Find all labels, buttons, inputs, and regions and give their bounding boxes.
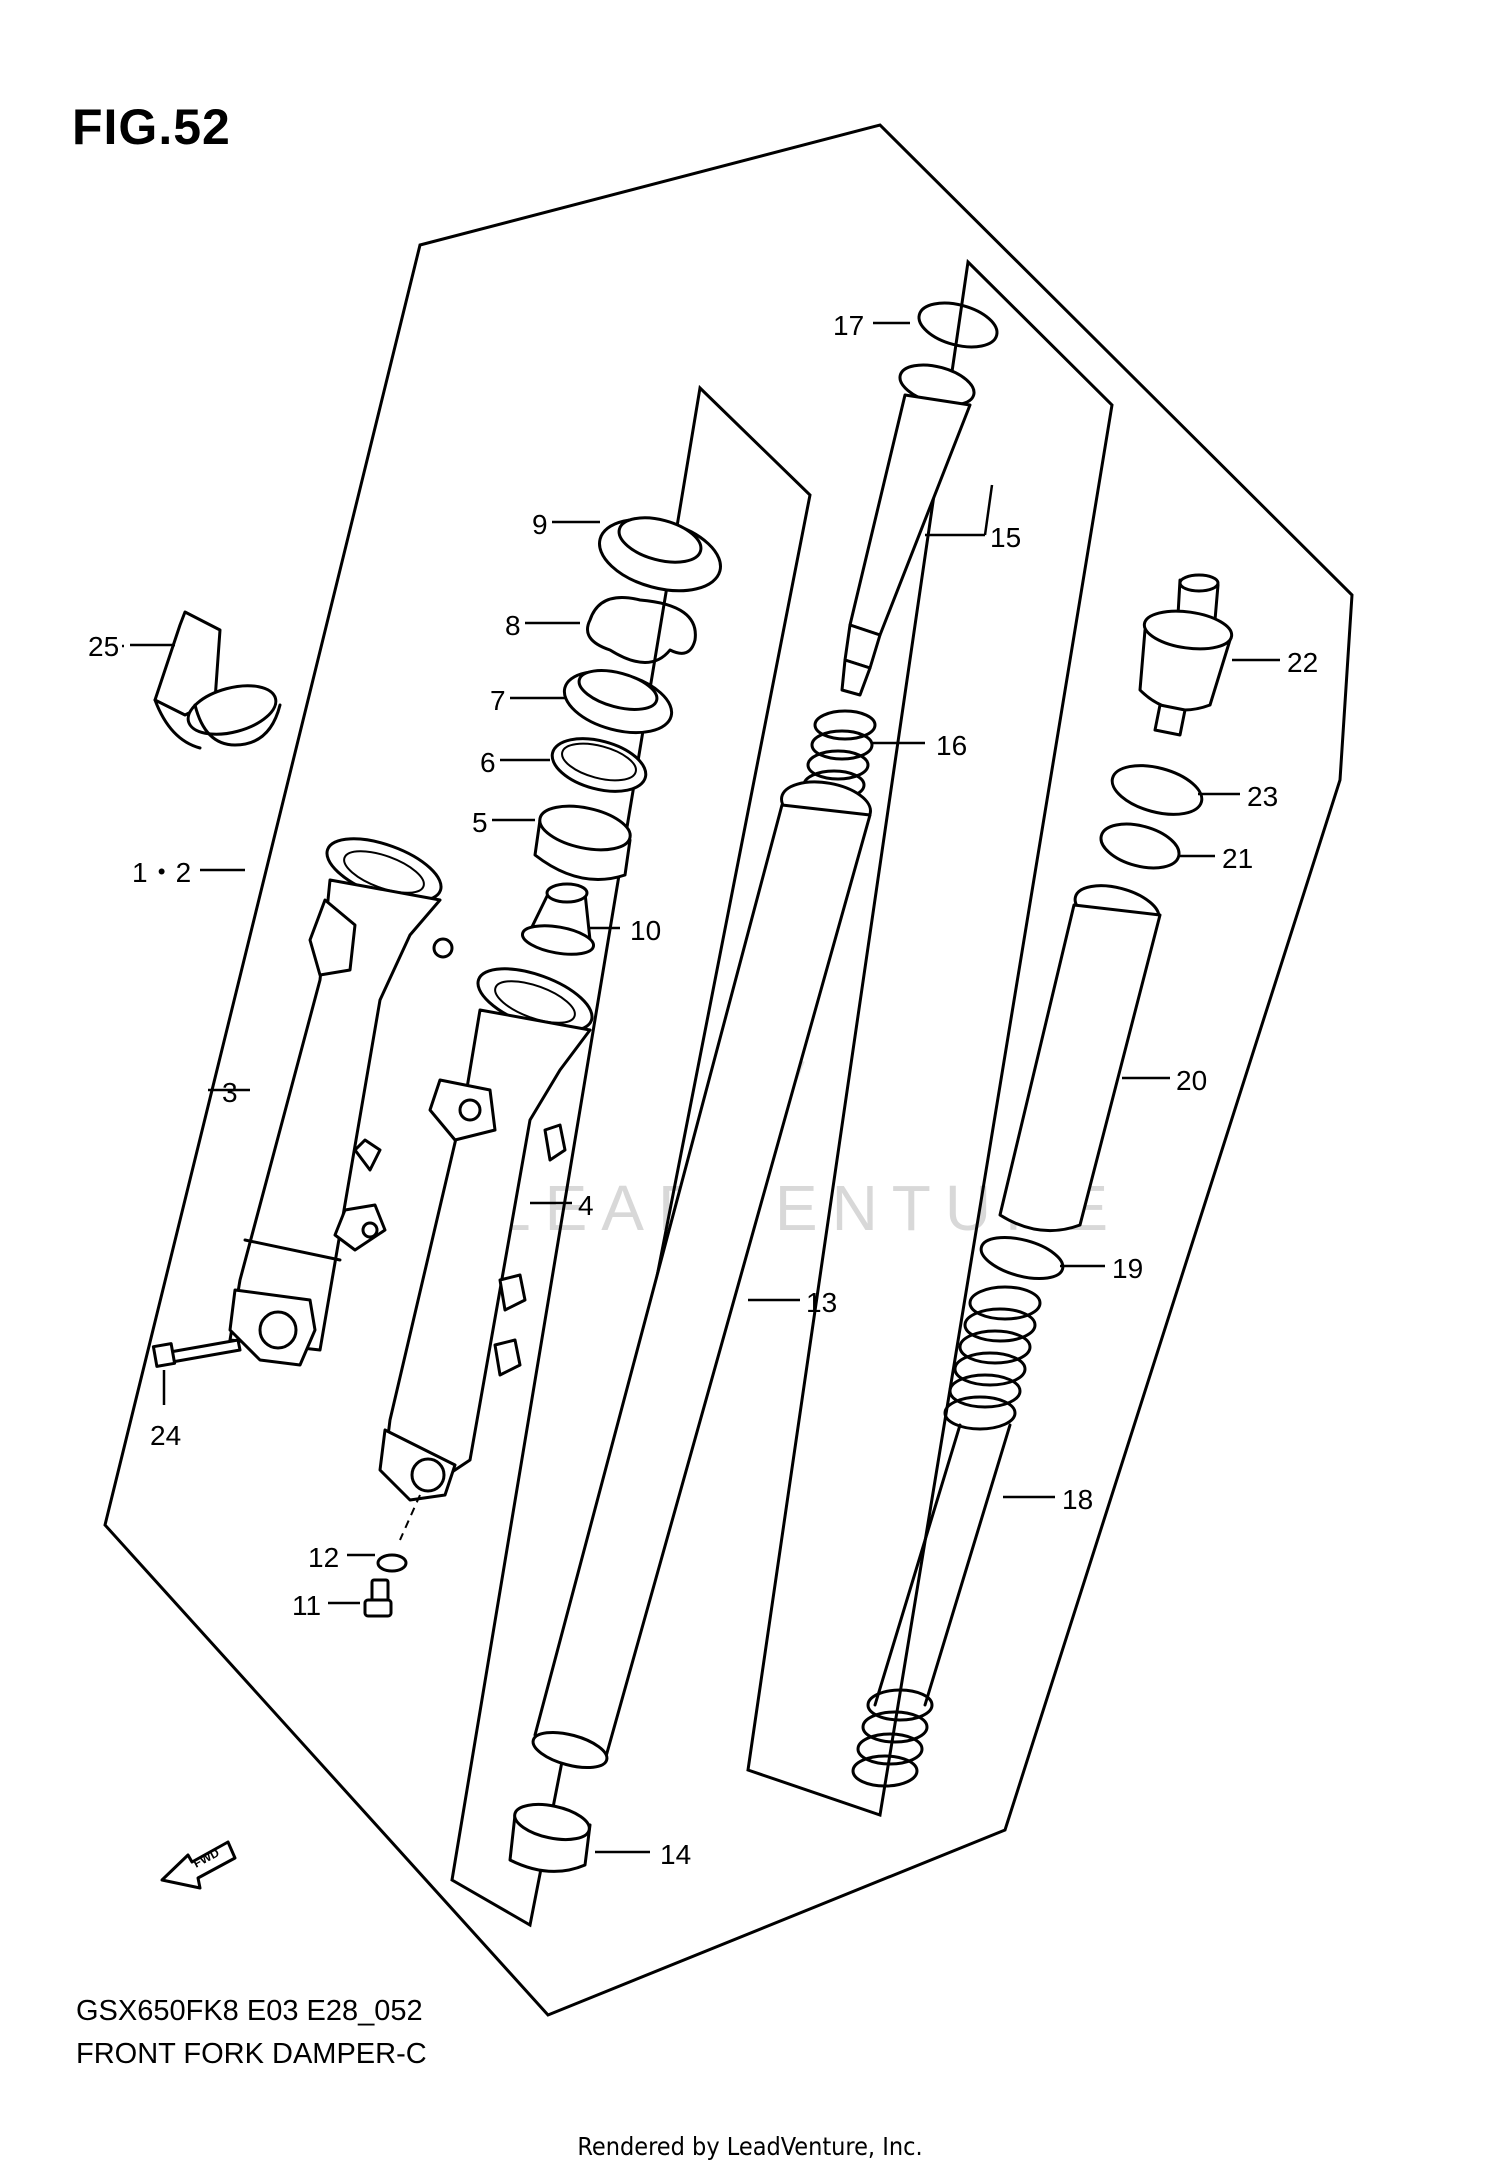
part-dust-seal	[598, 516, 722, 593]
assembly-frame-outer	[103, 123, 1354, 2017]
callout-19: 19	[1112, 1253, 1143, 1284]
callout-21: 21	[1222, 843, 1253, 874]
callout-labels: 25 1・2 3 4 5 6 7 8 9 10 11 12 13 14 15 1…	[88, 310, 1318, 1870]
callout-3: 3	[222, 1077, 238, 1108]
leader-lines	[122, 321, 1280, 1854]
part-spring-washer	[979, 1235, 1065, 1281]
part-spring-spacer	[998, 884, 1162, 1233]
callout-5: 5	[472, 807, 488, 838]
callout-25: 25	[88, 631, 119, 662]
forward-direction-arrow: FWD	[160, 1840, 237, 1890]
part-damper-rod	[840, 363, 976, 697]
callout-8: 8	[505, 610, 521, 641]
part-stopper-ring	[586, 596, 697, 664]
callout-15: 15	[990, 522, 1021, 553]
callout-11: 11	[292, 1590, 321, 1621]
part-fork-guard	[153, 610, 282, 750]
part-snap-ring	[917, 301, 999, 349]
part-damper-adjuster	[1138, 573, 1234, 737]
assembly-frame-damper	[746, 258, 1114, 1817]
part-washer-12	[376, 1553, 408, 1573]
callout-7: 7	[490, 685, 506, 716]
callout-22: 22	[1287, 647, 1318, 678]
part-slide-bushing	[508, 1802, 592, 1873]
callout-14: 14	[660, 1839, 691, 1870]
callout-23: 23	[1247, 781, 1278, 812]
callout-20: 20	[1176, 1065, 1207, 1096]
part-drain-bolt-11	[363, 1578, 393, 1618]
callout-10: 10	[630, 915, 661, 946]
callout-4: 4	[578, 1190, 594, 1221]
callout-9: 9	[532, 509, 548, 540]
callout-17: 17	[833, 310, 864, 341]
part-oil-seal	[562, 669, 674, 735]
part-o-ring	[1110, 764, 1204, 816]
part-damper-washer	[1099, 822, 1181, 870]
render-credit: Rendered by LeadVenture, Inc.	[577, 2132, 923, 2161]
assembly-frame-inner	[450, 384, 812, 1928]
part-inner-tube	[531, 780, 872, 1770]
model-code: GSX650FK8 E03 E28_052	[76, 1995, 423, 2027]
callout-13: 13	[806, 1287, 837, 1318]
part-guide-bushing	[533, 804, 632, 881]
callout-1-2: 1・2	[132, 857, 191, 888]
callout-16: 16	[936, 730, 967, 761]
callout-24: 24	[150, 1420, 181, 1451]
part-outer-tube-right	[378, 967, 594, 1541]
callout-18: 18	[1062, 1484, 1093, 1515]
callout-6: 6	[480, 747, 496, 778]
part-oil-lock-piece	[520, 882, 596, 956]
part-outer-tube-left	[228, 837, 454, 1367]
fig-title: FIG.52	[72, 99, 231, 155]
part-bolt-24	[151, 1338, 242, 1368]
figure-caption: FRONT FORK DAMPER-C	[76, 2038, 427, 2070]
part-oil-seal-washer	[550, 737, 648, 793]
callout-12: 12	[308, 1542, 339, 1573]
part-fork-spring	[851, 1285, 1042, 1788]
